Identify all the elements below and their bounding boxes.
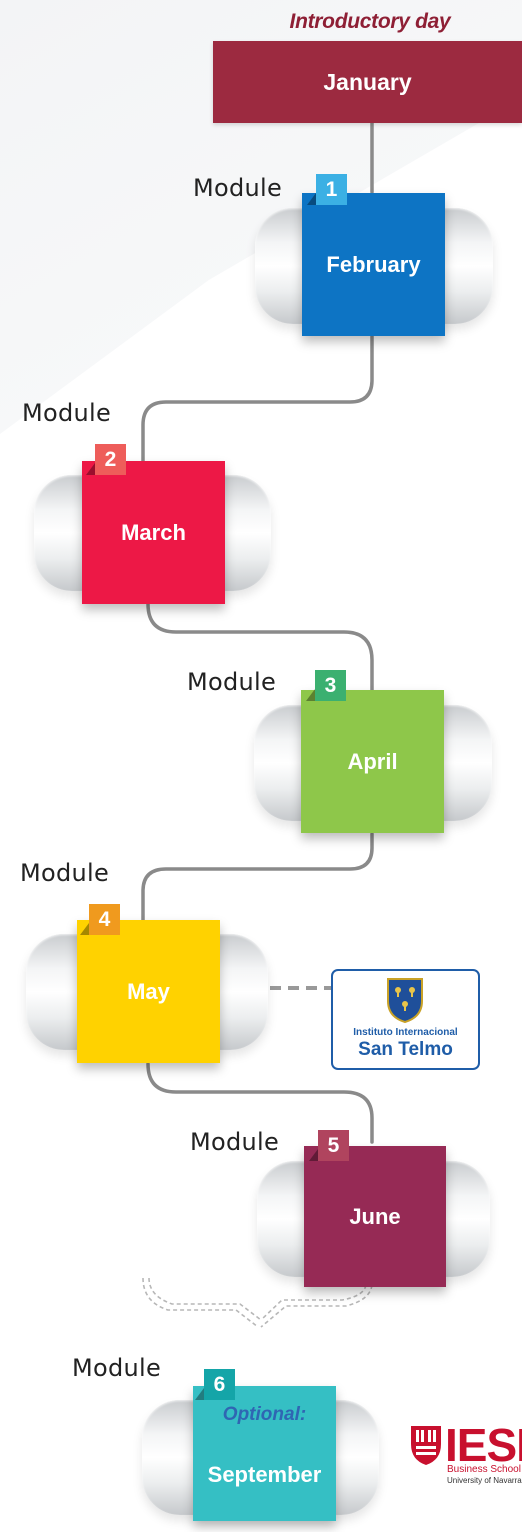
module-box-4: May: [77, 920, 220, 1063]
module-badge-1: 1: [307, 174, 347, 205]
iese-line2: University of Navarra: [447, 1476, 522, 1485]
module-label-2: Module: [22, 399, 112, 427]
module-label-6: Module: [72, 1354, 162, 1382]
module-month-6: September: [207, 1462, 322, 1487]
iese-logo: IESE Business School University of Navar…: [407, 1420, 522, 1490]
module-badge-2: 2: [86, 444, 126, 475]
connector-4-5: [146, 1062, 374, 1144]
iese-wordmark: IESE: [445, 1420, 522, 1471]
introductory-day-label: Introductory day: [289, 10, 451, 33]
module-month-5: June: [349, 1203, 401, 1229]
iese-line1: Business School: [447, 1464, 521, 1475]
module-badge-3: 3: [306, 670, 346, 701]
connector-3-4: [141, 832, 374, 924]
coat-of-arms-icon: [387, 978, 423, 1023]
module-box-6: Optional: September: [193, 1386, 336, 1521]
module-badge-6: 6: [195, 1369, 235, 1400]
module-label-1: Module: [193, 174, 283, 202]
san-telmo-line1: Instituto Internacional: [353, 1027, 458, 1038]
optional-path-right-a: [260, 1284, 373, 1328]
optional-label: Optional:: [222, 1404, 307, 1425]
optional-path-right-b: [260, 1284, 367, 1321]
module-label-5: Module: [190, 1128, 280, 1156]
module-month-1: February: [326, 251, 421, 277]
module-label-4: Module: [20, 859, 110, 887]
module-box-5: June: [304, 1146, 446, 1287]
connector-2-3: [146, 602, 374, 692]
module-badge-5: 5: [309, 1130, 349, 1161]
module-box-1: February: [302, 193, 445, 336]
san-telmo-logo: Instituto Internacional San Telmo: [331, 969, 480, 1070]
module-month-3: April: [347, 748, 398, 774]
iese-crest-icon: [411, 1426, 441, 1465]
module-badge-4: 4: [80, 904, 120, 935]
module-label-3: Module: [187, 668, 277, 696]
optional-path-left-b: [148, 1277, 262, 1321]
january-box: January: [213, 41, 522, 123]
optional-path-left-a: [142, 1277, 259, 1328]
module-month-2: March: [121, 519, 186, 545]
san-telmo-line2: San Telmo: [358, 1039, 453, 1060]
module-box-2: March: [82, 461, 225, 604]
connector-1-2: [141, 334, 374, 464]
module-box-3: April: [301, 690, 444, 833]
module-month-4: May: [127, 978, 170, 1004]
